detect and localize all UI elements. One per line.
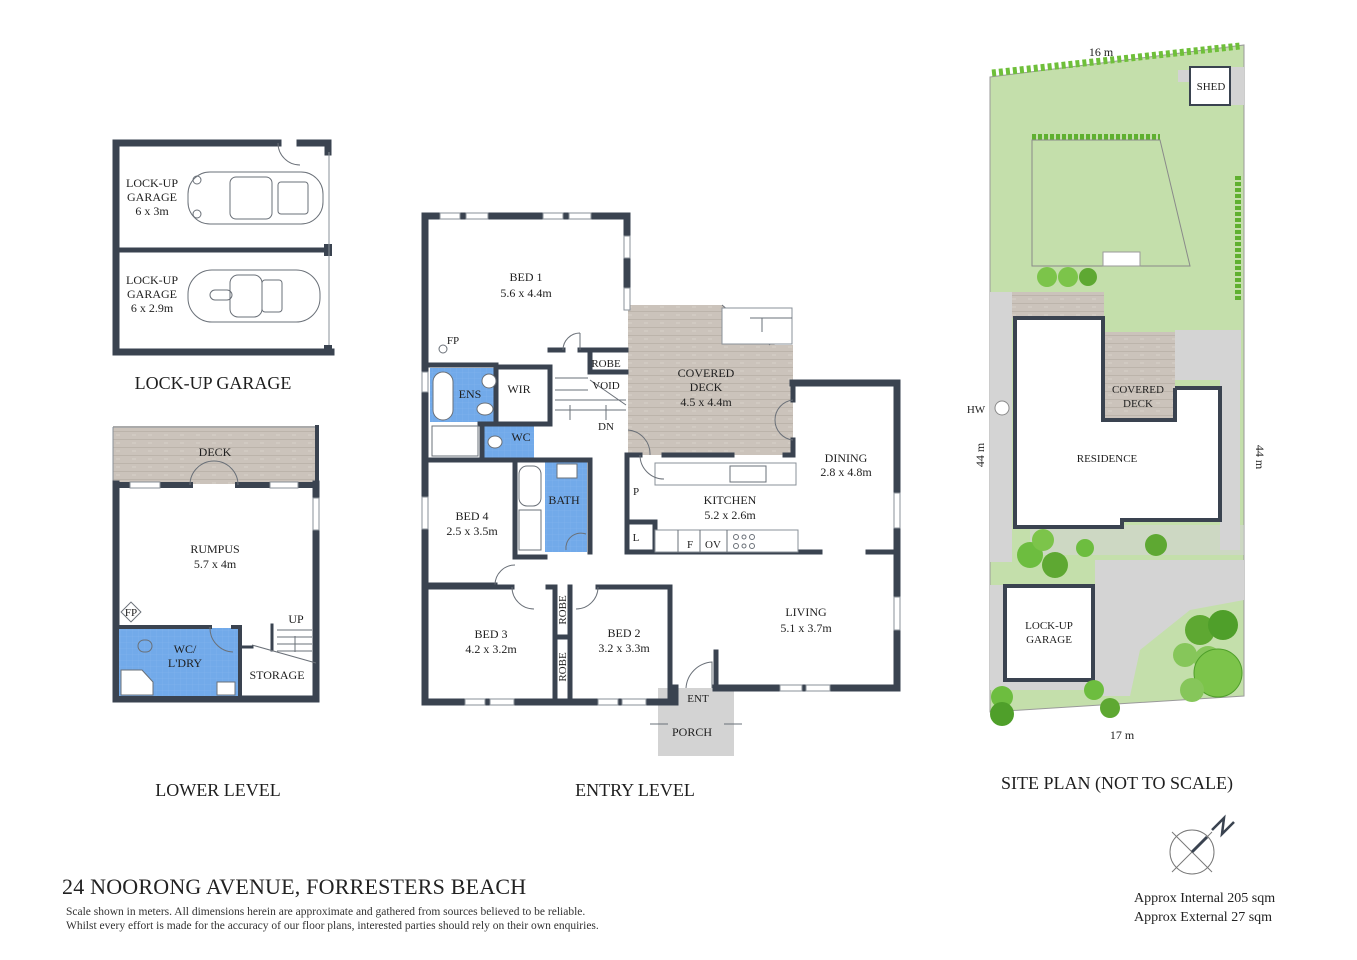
garage-1-name: LOCK-UP xyxy=(126,176,178,190)
property-address: 24 NOORONG AVENUE, FORRESTERS BEACH xyxy=(62,874,527,899)
covered-deck-name2: DECK xyxy=(690,380,723,394)
entry-level-plan xyxy=(421,212,901,756)
area-internal: Approx Internal 205 sqm xyxy=(1134,891,1276,906)
garage-2-name: LOCK-UP xyxy=(126,273,178,287)
bed1-name: BED 1 xyxy=(510,270,543,284)
storage-label: STORAGE xyxy=(249,668,304,682)
living-dims: 5.1 x 3.7m xyxy=(780,621,832,635)
wc-label: WC xyxy=(511,430,530,444)
site-plan-title: SITE PLAN (NOT TO SCALE) xyxy=(1001,773,1233,794)
garage-1-name2: GARAGE xyxy=(127,190,177,204)
disclaimer-line-2: Whilst every effort is made for the accu… xyxy=(66,920,599,932)
site-plan xyxy=(989,42,1245,726)
car-icon xyxy=(187,171,324,225)
hw-label: HW xyxy=(967,404,986,416)
garage-plan xyxy=(112,139,335,356)
dining-name: DINING xyxy=(825,451,868,465)
rumpus-name: RUMPUS xyxy=(190,542,239,556)
area-external: Approx External 27 sqm xyxy=(1134,910,1273,925)
bed4-name: BED 4 xyxy=(456,509,489,523)
fridge-label: F xyxy=(687,539,693,551)
bed2-dims: 3.2 x 3.3m xyxy=(598,641,650,655)
site-covered-deck-2: DECK xyxy=(1123,398,1153,410)
area-summary: Approx Internal 205 sqm Approx External … xyxy=(1134,889,1275,927)
wir-label: WIR xyxy=(507,382,530,396)
covered-deck-name: COVERED xyxy=(678,366,735,380)
garage-2-name2: GARAGE xyxy=(127,287,177,301)
garage-1-dims: 6 x 3m xyxy=(135,204,169,218)
lower-level-title: LOWER LEVEL xyxy=(155,780,280,800)
entry-level-title: ENTRY LEVEL xyxy=(575,780,695,800)
pantry-label: P xyxy=(633,486,639,498)
bed3-name: BED 3 xyxy=(475,627,508,641)
site-covered-deck-1: COVERED xyxy=(1112,384,1164,396)
lower-deck-label: DECK xyxy=(199,445,232,459)
void-label: VOID xyxy=(592,380,620,392)
covered-deck-dims: 4.5 x 4.4m xyxy=(680,395,732,409)
bath-label: BATH xyxy=(548,493,580,507)
site-garage-2: GARAGE xyxy=(1026,634,1072,646)
lower-up-label: UP xyxy=(288,612,304,626)
bed1-dims: 5.6 x 4.4m xyxy=(500,286,552,300)
site-left-depth: 44 m xyxy=(973,442,987,467)
shed-label: SHED xyxy=(1197,81,1226,93)
tree-icons xyxy=(990,267,1243,726)
bed1-fp-label: FP xyxy=(447,335,459,347)
lower-fp-label: FP xyxy=(125,607,137,619)
residence-label: RESIDENCE xyxy=(1077,453,1138,465)
kitchen-dims: 5.2 x 2.6m xyxy=(704,508,756,522)
living-name: LIVING xyxy=(785,605,827,619)
disclaimer: Scale shown in meters. All dimensions he… xyxy=(66,905,599,933)
bed2-name: BED 2 xyxy=(608,626,641,640)
wc-ldry-label-1: WC/ xyxy=(174,642,197,656)
north-arrow-icon xyxy=(1169,814,1235,875)
lower-level-plan xyxy=(112,425,320,703)
site-garage-1: LOCK-UP xyxy=(1025,620,1073,632)
kitchen-name: KITCHEN xyxy=(704,493,757,507)
porch-label: PORCH xyxy=(672,725,712,739)
hot-water-icon xyxy=(994,400,1010,416)
car-icon xyxy=(187,269,321,323)
stairs-down-label: DN xyxy=(598,421,614,433)
robe-a-label: ROBE xyxy=(557,595,569,625)
site-top-width: 16 m xyxy=(1089,45,1114,59)
entry-label: ENT xyxy=(687,693,709,705)
robe-top-label: ROBE xyxy=(591,358,621,370)
disclaimer-line-1: Scale shown in meters. All dimensions he… xyxy=(66,906,586,918)
garage-2-dims: 6 x 2.9m xyxy=(131,301,174,315)
bed3-dims: 4.2 x 3.2m xyxy=(465,642,517,656)
wc-ldry-label-2: L'DRY xyxy=(168,656,203,670)
oven-label: OV xyxy=(705,539,721,551)
site-right-depth: 44 m xyxy=(1253,445,1267,470)
rumpus-dims: 5.7 x 4m xyxy=(194,557,237,571)
garage-plan-title: LOCK-UP GARAGE xyxy=(135,373,292,393)
bed4-dims: 2.5 x 3.5m xyxy=(446,524,498,538)
robe-b-label: ROBE xyxy=(557,652,569,682)
dining-dims: 2.8 x 4.8m xyxy=(820,465,872,479)
linen-label: L xyxy=(633,532,640,544)
site-bottom-width: 17 m xyxy=(1110,728,1135,742)
ens-label: ENS xyxy=(459,387,482,401)
